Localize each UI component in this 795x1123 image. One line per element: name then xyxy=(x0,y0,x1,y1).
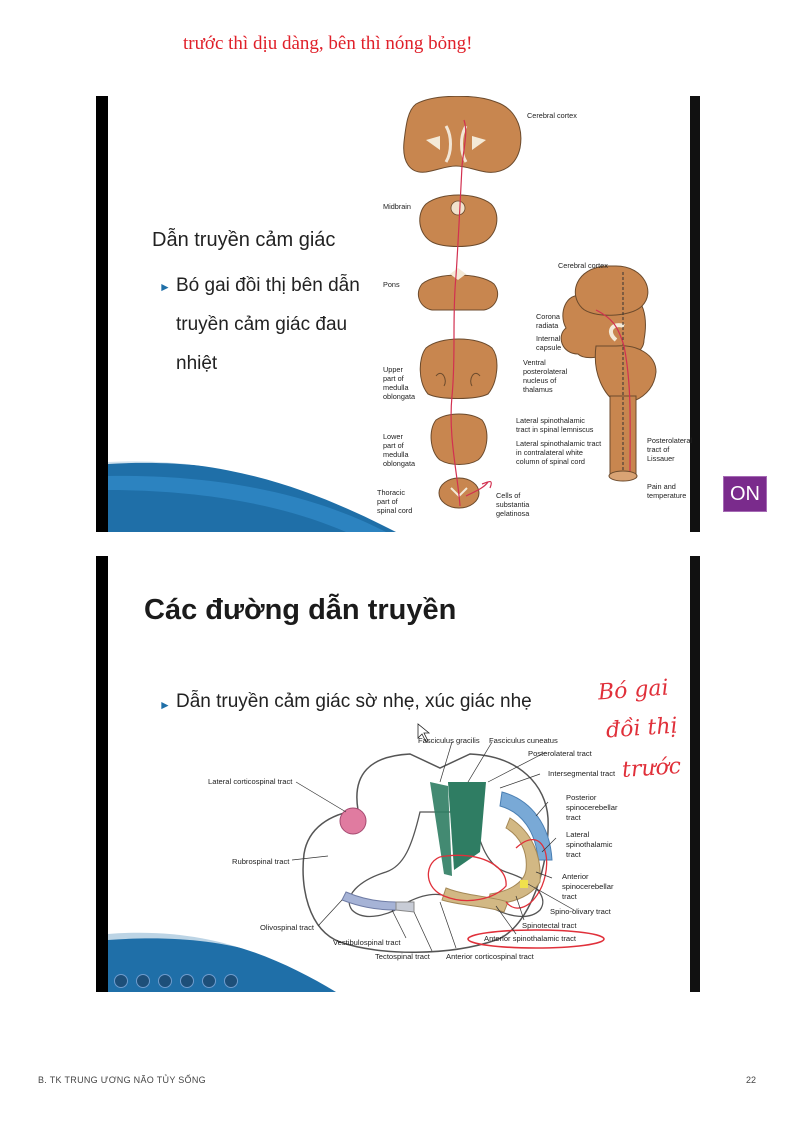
mouse-cursor-icon xyxy=(417,723,431,743)
brainstem-diagram xyxy=(560,265,657,482)
slide-1-graphics xyxy=(108,96,657,532)
label-posterior-spinocerebellar: Posterior spinocerebellar tract xyxy=(566,793,618,822)
label-anterior-corticospinal: Anterior corticospinal tract xyxy=(446,952,534,961)
bullet-arrow-icon: ► xyxy=(159,280,171,294)
label-vestibulospinal: Vestibulospinal tract xyxy=(333,938,401,947)
handwritten-note-top: trước thì dịu dàng, bên thì nóng bỏng! xyxy=(183,33,473,54)
slide-1-title: Dẫn truyền cảm giác xyxy=(152,229,336,251)
slide-edge-left xyxy=(96,96,108,532)
prev-slide-icon[interactable] xyxy=(114,974,128,988)
cerebrum-section xyxy=(403,96,522,173)
slide-2-title: Các đường dẫn truyền xyxy=(144,594,457,626)
on-button[interactable]: ON xyxy=(723,476,767,512)
footer-title: B. TK TRUNG ƯƠNG NÃO TỦY SỐNG xyxy=(38,1075,206,1085)
label-cells-substantia: Cells of substantia gelatinosa xyxy=(496,491,530,518)
spinal-cord-cross-section xyxy=(291,741,605,953)
label-anterior-spinothalamic: Anterior spinothalamic tract xyxy=(484,934,577,943)
label-anterior-spinocerebellar: Anterior spinocerebellar tract xyxy=(562,872,614,901)
grid-icon[interactable] xyxy=(180,974,194,988)
handwritten-note-line-1: Bó gai xyxy=(597,675,670,706)
label-midbrain: Midbrain xyxy=(383,202,411,211)
label-lateral-spinothalamic-white: Lateral spinothalamic tract in contralat… xyxy=(516,439,602,466)
label-lissauer: Posterolateral tract of Lissauer xyxy=(647,436,693,463)
label-lateral-spinothalamic-lemniscus: Lateral spinothalamic tract in spinal le… xyxy=(516,416,594,434)
slide-1-bullet: Bó gai đồi thị bên dẫn truyền cảm giác đ… xyxy=(176,275,360,374)
handwritten-note-line-2: đồi thị xyxy=(605,713,679,744)
pen-icon[interactable] xyxy=(158,974,172,988)
slide-2-graphics xyxy=(108,723,605,992)
label-fasciculus-cuneatus: Fasciculus cuneatus xyxy=(489,736,558,745)
label-upper-medulla: Upper part of medulla oblongata xyxy=(383,365,416,401)
bullet-arrow-icon: ► xyxy=(159,698,171,712)
label-pain-temperature: Pain and temperature xyxy=(647,482,687,500)
label-cerebral-cortex-2: Cerebral cortex xyxy=(558,261,608,270)
slide-edge-left xyxy=(96,556,108,992)
label-lateral-corticospinal: Lateral corticospinal tract xyxy=(208,777,293,786)
label-spinotectal: Spinotectal tract xyxy=(522,921,577,930)
label-pons: Pons xyxy=(383,280,400,289)
label-rubrospinal: Rubrospinal tract xyxy=(232,857,290,866)
label-lateral-spinothalamic: Lateral spinothalamic tract xyxy=(566,830,613,859)
slide-edge-right xyxy=(690,96,700,532)
label-thoracic-cord: Thoracic part of spinal cord xyxy=(377,488,413,515)
label-tectospinal: Tectospinal tract xyxy=(375,952,430,961)
label-posterolateral-tract: Posterolateral tract xyxy=(528,749,592,758)
label-ventral-posterolateral: Ventral posterolateral nucleus of thalam… xyxy=(523,358,568,394)
label-spino-olivary: Spino-olivary tract xyxy=(550,907,611,916)
handwritten-note-line-3: trước xyxy=(621,753,682,784)
label-lower-medulla: Lower part of medulla oblongata xyxy=(383,432,416,468)
zoom-icon[interactable] xyxy=(202,974,216,988)
slide-2-bullet: Dẫn truyền cảm giác sờ nhẹ, xúc giác nhẹ xyxy=(176,691,532,712)
label-olivospinal: Olivospinal tract xyxy=(260,923,315,932)
slide-edge-right xyxy=(690,556,700,992)
slide-1: Cerebral cortex Midbrain Pons Upper part… xyxy=(96,96,700,532)
label-corona-radiata: Corona radiata xyxy=(536,312,560,330)
label-cerebral-cortex: Cerebral cortex xyxy=(527,111,577,120)
label-internal-capsule: Internal capsule xyxy=(536,334,562,352)
page-number: 22 xyxy=(746,1075,757,1085)
more-icon[interactable] xyxy=(224,974,238,988)
highlight-anterior-spinothalamic xyxy=(467,929,605,949)
label-intersegmental-tract: Intersegmental tract xyxy=(548,769,616,778)
label-fasciculus-gracilis: Fasciculus gracilis xyxy=(418,736,480,745)
next-slide-icon[interactable] xyxy=(136,974,150,988)
slide-2: Các đường dẫn truyền ► Dẫn truyền cảm gi… xyxy=(96,556,700,992)
